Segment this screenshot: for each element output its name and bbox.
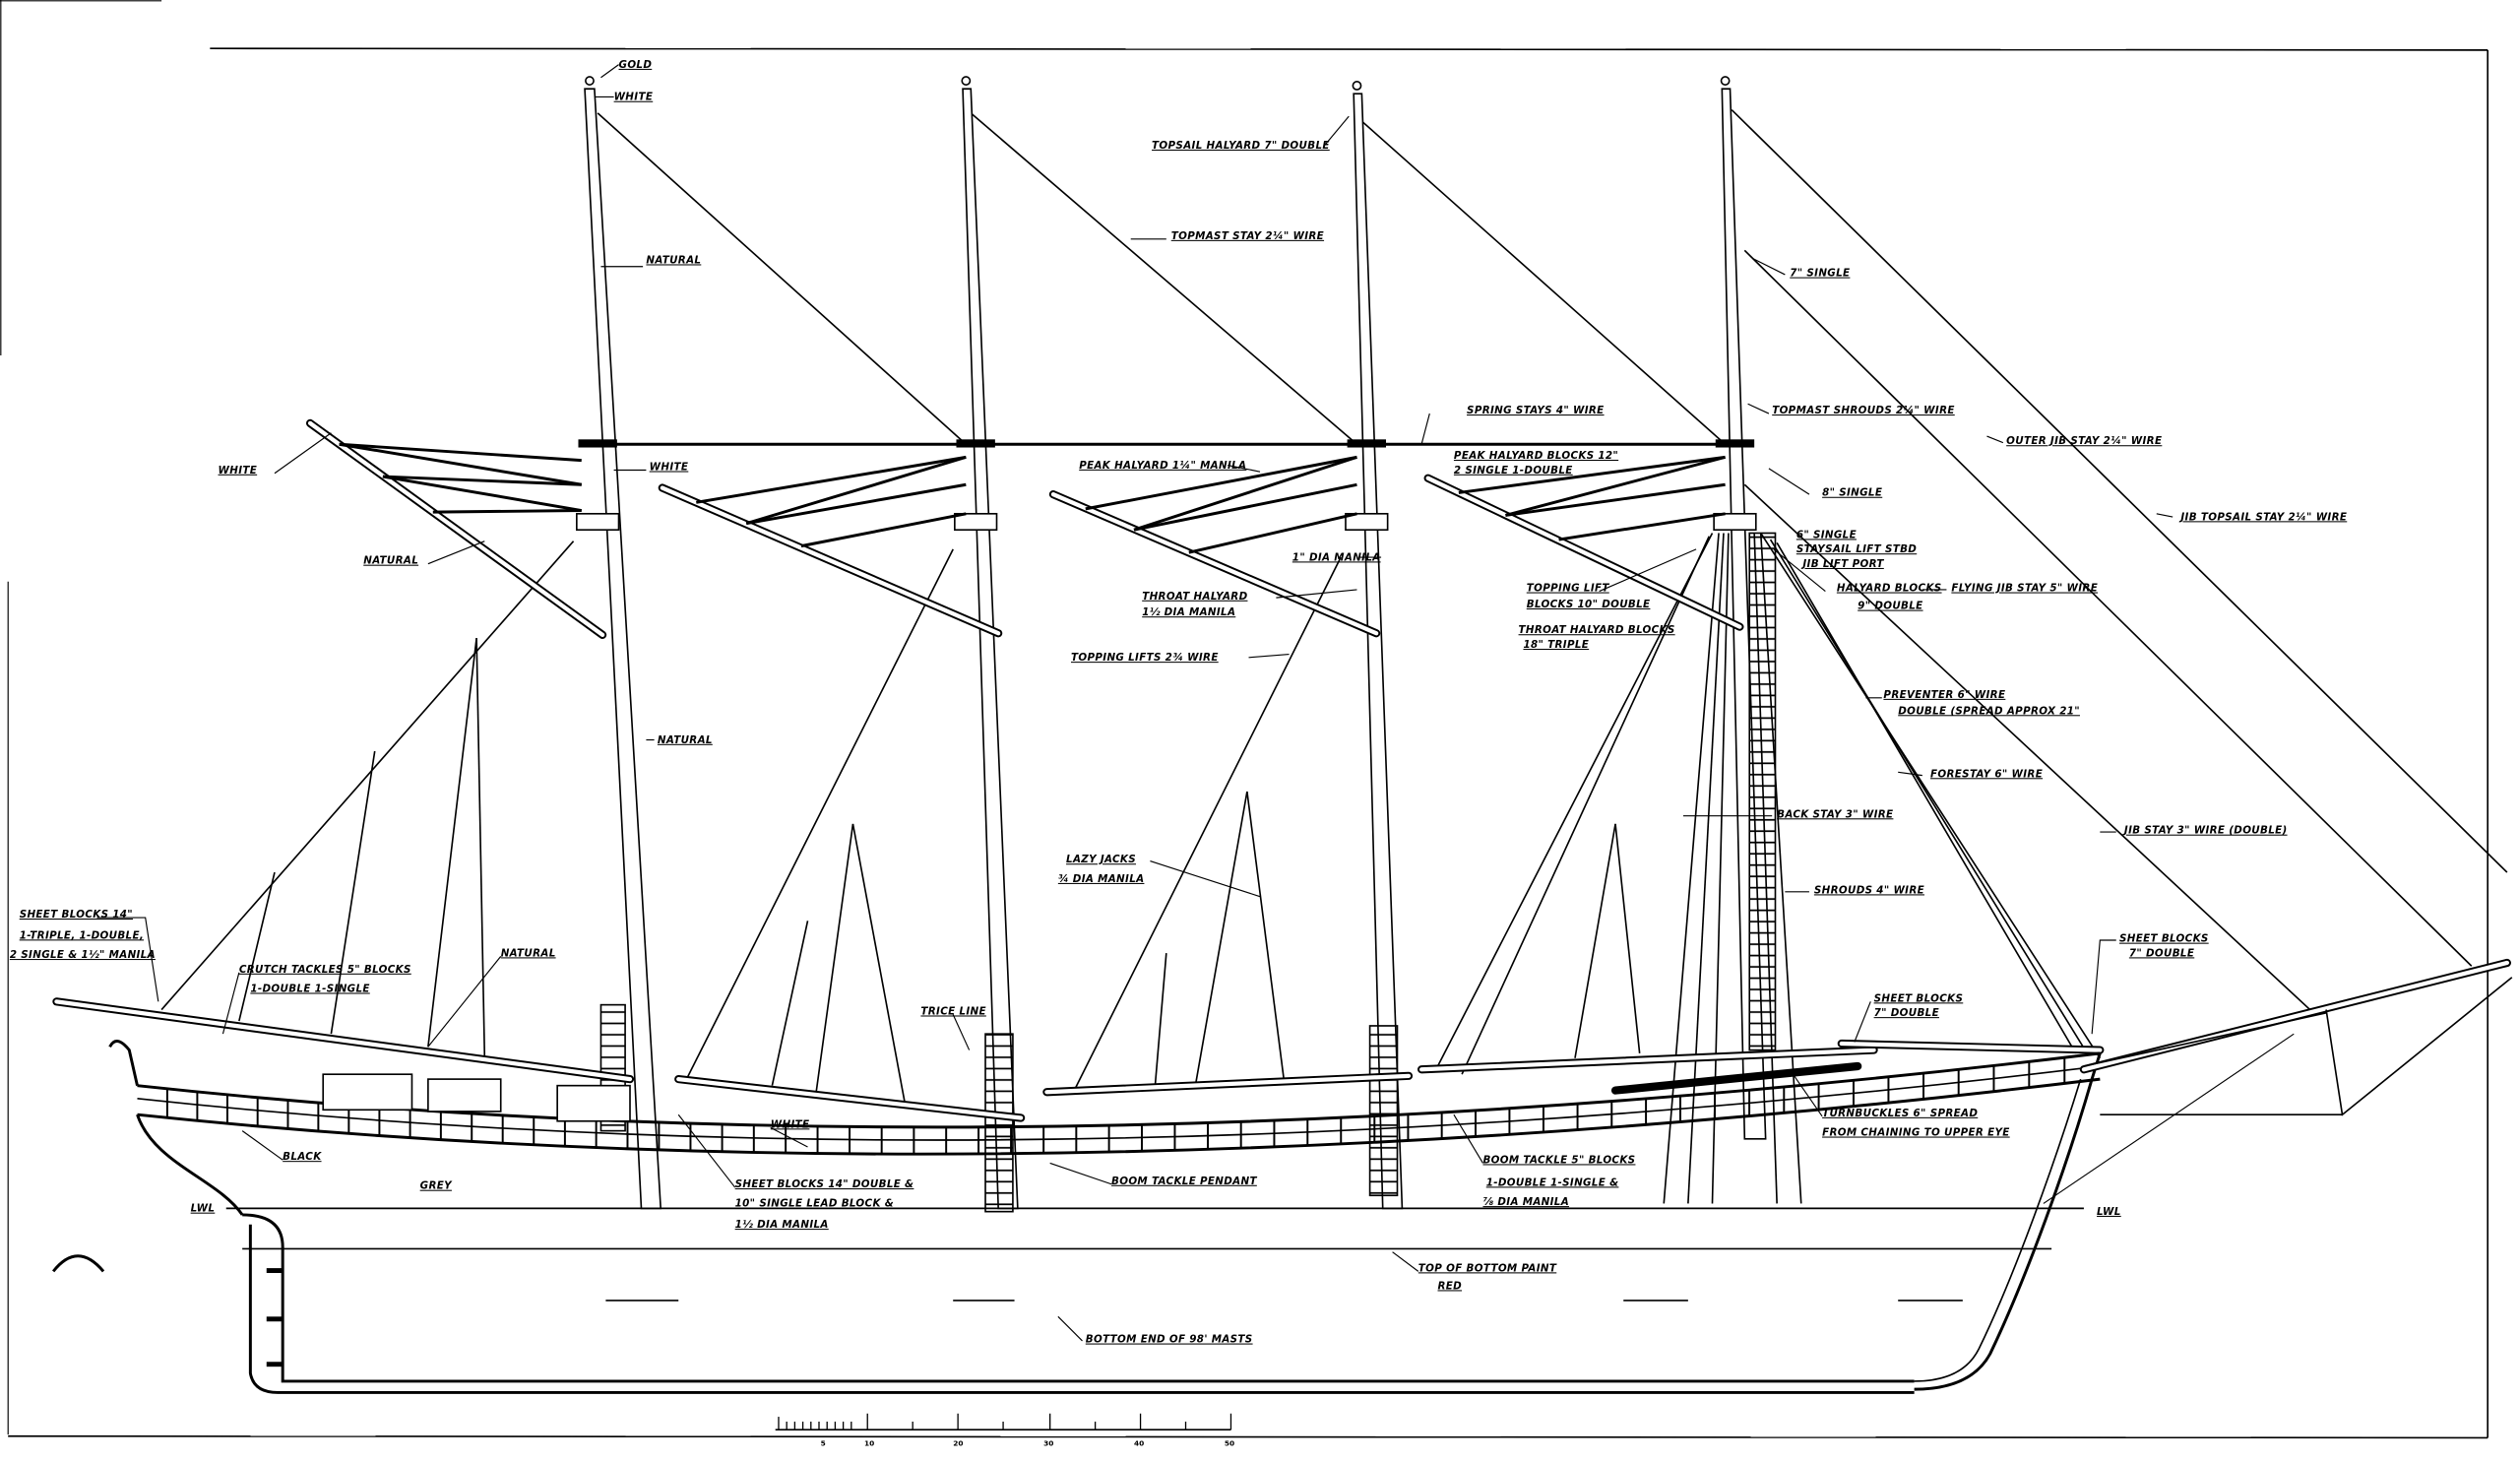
label-throat-halyard-blocks-2: 18" TRIPLE (1523, 639, 1589, 651)
label-6-single: 6" SINGLE (1796, 529, 1857, 540)
label-sheet-blocks-fore-3: 1½ DIA MANILA (735, 1219, 829, 1231)
label-bottom-paint: TOP OF BOTTOM PAINT (1418, 1262, 1557, 1274)
label-forestay: FORESTAY 6" WIRE (1930, 768, 2043, 780)
scale-tick-label: 40 (1134, 1439, 1144, 1448)
label-throat-halyard-blocks: THROAT HALYARD BLOCKS (1519, 624, 1675, 636)
label-dia-manila: 1" DIA MANILA (1292, 551, 1381, 563)
label-7-single: 7" SINGLE (1790, 268, 1850, 280)
label-lwl-fwd: LWL (2097, 1206, 2121, 1218)
gaff-4 (1423, 455, 1744, 631)
label-crutch-tackles: CRUTCH TACKLES 5" BLOCKS (239, 964, 411, 976)
callout-labels: GOLD WHITE NATURAL WHITE WHITE NATURAL N… (10, 59, 2347, 1346)
label-crosstree-white: WHITE (650, 461, 689, 473)
label-peak-halyard-blocks-2: 2 SINGLE 1-DOUBLE (1454, 465, 1573, 477)
label-gaff-natural: NATURAL (363, 555, 418, 567)
label-sheet-blocks-jib: SHEET BLOCKS (2119, 933, 2209, 945)
label-8-single: 8" SINGLE (1822, 487, 1882, 499)
booms (52, 997, 2105, 1122)
label-gold: GOLD (619, 59, 653, 71)
label-topping-lift-blocks: TOPPING LIFT (1527, 583, 1610, 595)
label-boom-natural: NATURAL (501, 947, 556, 959)
label-bottom-end-masts: BOTTOM END OF 98' MASTS (1086, 1334, 1253, 1346)
label-jib-lift: JIB LIFT PORT (1800, 558, 1884, 570)
label-sheet-blocks-staysail: SHEET BLOCKS (1874, 992, 1964, 1004)
scale-tick-label: 20 (953, 1439, 963, 1448)
label-sheet-blocks-main-3: 2 SINGLE & 1½" MANILA (10, 949, 156, 961)
label-peak-halyard-blocks: PEAK HALYARD BLOCKS 12" (1454, 450, 1618, 462)
label-rail-white: WHITE (771, 1118, 810, 1130)
label-staysail-lift: STAYSAIL LIFT STBD (1796, 543, 1917, 555)
label-sheet-blocks-jib-2: 7" DOUBLE (2129, 947, 2194, 959)
label-outer-jib-stay: OUTER JIB STAY 2¼" WIRE (2006, 435, 2162, 447)
gaffs (305, 418, 1744, 639)
label-trice-line: TRICE LINE (920, 1005, 985, 1017)
label-boom-tackle-3: ⅞ DIA MANILA (1482, 1196, 1569, 1208)
arc-mark (51, 1254, 105, 1273)
label-boom-tackle-2: 1-DOUBLE 1-SINGLE & (1486, 1176, 1619, 1188)
label-mast-top-white: WHITE (614, 92, 654, 103)
hull (108, 1040, 2102, 1394)
scale-tick-label: 5 (821, 1439, 826, 1448)
drawing-frame (0, 0, 2488, 1439)
gaff-2 (658, 455, 1003, 638)
label-spring-stays: SPRING STAYS 4" WIRE (1467, 405, 1605, 416)
label-mast-natural: NATURAL (658, 734, 713, 746)
label-gaff-white: WHITE (219, 465, 258, 477)
label-sheet-blocks-staysail-2: 7" DOUBLE (1874, 1007, 1939, 1019)
label-peak-halyard: PEAK HALYARD 1¼" MANILA (1079, 460, 1246, 472)
gaff-1 (305, 418, 607, 639)
stays (581, 108, 2508, 1059)
scale-bar: 5 10 20 30 40 50 (775, 1413, 1234, 1448)
gaff-3 (1048, 455, 1381, 638)
label-lwl-aft: LWL (191, 1203, 216, 1215)
label-topsail-halyard: TOPSAIL HALYARD 7" DOUBLE (1152, 140, 1330, 152)
label-throat-halyard-size: 1½ DIA MANILA (1142, 606, 1235, 618)
label-shrouds: SHROUDS 4" WIRE (1814, 884, 1924, 896)
label-throat-halyard: THROAT HALYARD (1142, 591, 1247, 603)
label-sheet-blocks-fore-2: 10" SINGLE LEAD BLOCK & (735, 1198, 894, 1210)
scale-tick-label: 50 (1225, 1439, 1234, 1448)
label-sheet-blocks-fore: SHEET BLOCKS 14" DOUBLE & (735, 1178, 914, 1190)
label-halyard-blocks-2: 9" DOUBLE (1858, 601, 1922, 612)
label-grey: GREY (420, 1180, 453, 1192)
label-halyard-blocks: HALYARD BLOCKS (1837, 583, 1942, 595)
leader-lines (96, 64, 2174, 1342)
label-topmast-natural: NATURAL (646, 254, 701, 266)
label-turnbuckles: TURNBUCKLES 6" SPREAD (1822, 1108, 1978, 1119)
scale-tick-label: 10 (864, 1439, 874, 1448)
bulwark-stanchions (165, 1057, 2066, 1155)
label-sheet-blocks-main: SHEET BLOCKS 14" (20, 909, 133, 921)
label-bottom-paint-red: RED (1438, 1280, 1463, 1292)
label-back-stay: BACK STAY 3" WIRE (1777, 808, 1893, 820)
label-flying-jib-stay: FLYING JIB STAY 5" WIRE (1951, 583, 2098, 595)
label-topping-lift-blocks-2: BLOCKS 10" DOUBLE (1527, 599, 1651, 610)
label-lazy-jacks-2: ¾ DIA MANILA (1058, 873, 1145, 885)
label-crutch-tackles-2: 1-DOUBLE 1-SINGLE (250, 984, 369, 995)
scale-tick-label: 30 (1043, 1439, 1053, 1448)
label-topmast-stay: TOPMAST STAY 2¼" WIRE (1171, 230, 1324, 242)
label-topping-lifts: TOPPING LIFTS 2¾ WIRE (1071, 652, 1219, 664)
running-rigging (160, 533, 1714, 1103)
label-black: BLACK (283, 1151, 322, 1163)
label-boom-tackle-pendant: BOOM TACKLE PENDANT (1111, 1176, 1257, 1187)
label-topmast-shrouds: TOPMAST SHROUDS 2¼" WIRE (1772, 405, 1955, 416)
label-jib-stay: JIB STAY 3" WIRE (DOUBLE) (2122, 825, 2288, 837)
label-lazy-jacks: LAZY JACKS (1066, 854, 1136, 865)
label-boom-tackle: BOOM TACKLE 5" BLOCKS (1482, 1154, 1635, 1166)
label-preventer-2: DOUBLE (SPREAD APPROX 21" (1898, 705, 2080, 717)
label-preventer: PREVENTER 6" WIRE (1883, 689, 2005, 701)
label-jib-topsail-stay: JIB TOPSAIL STAY 2¼" WIRE (2178, 511, 2347, 523)
label-turnbuckles-2: FROM CHAINING TO UPPER EYE (1822, 1127, 2010, 1139)
label-sheet-blocks-main-2: 1-TRIPLE, 1-DOUBLE, (20, 929, 144, 941)
bowsprit (2043, 958, 2513, 1204)
